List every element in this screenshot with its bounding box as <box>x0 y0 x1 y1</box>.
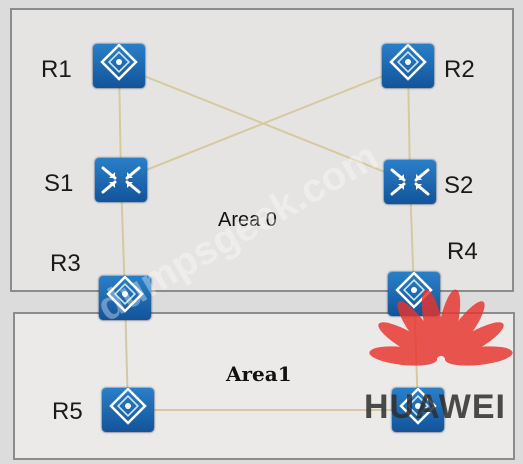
switch-s1-icon <box>95 158 147 202</box>
s1-label: S1 <box>44 170 74 197</box>
router-r3-icon <box>99 276 151 320</box>
router-r2-icon <box>382 44 434 88</box>
r1-label: R1 <box>41 56 72 83</box>
area-1-label: Area1 <box>226 362 292 386</box>
r5-label: R5 <box>52 398 83 425</box>
router-r6-icon <box>392 388 444 432</box>
r4-label: R4 <box>447 238 478 265</box>
router-r5-icon <box>102 388 154 432</box>
link-r2-s1 <box>120 65 409 181</box>
r2-label: R2 <box>444 56 475 83</box>
switch-s2-icon <box>384 160 436 204</box>
area-0-label: Area 0 <box>218 209 277 231</box>
r3-label: R3 <box>50 250 81 277</box>
huawei-logo-text: HUAWEI <box>364 388 506 426</box>
router-r1-icon <box>93 44 145 88</box>
huawei-logo-icon <box>369 289 513 366</box>
s2-label: S2 <box>444 172 474 199</box>
